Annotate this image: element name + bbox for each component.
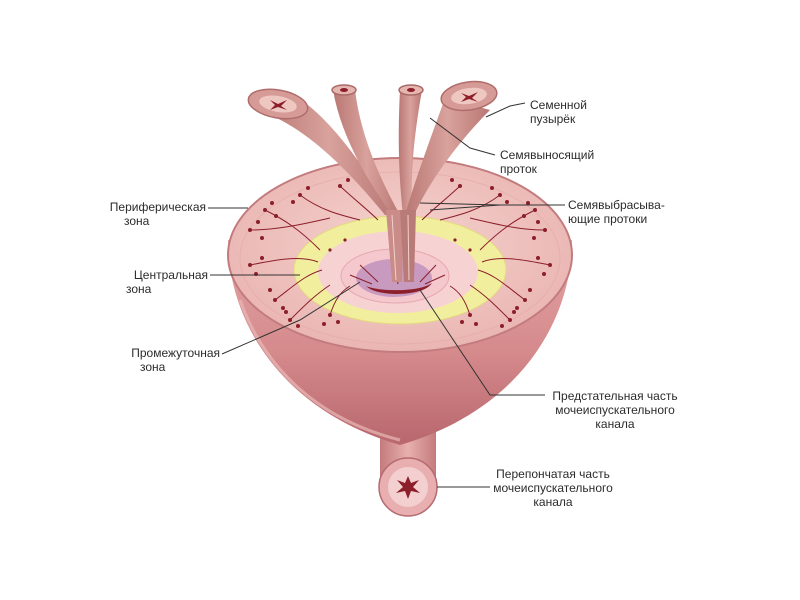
- leader-seminal-vesicle: [485, 102, 526, 118]
- label-prostatic-urethra-line3: канала: [595, 417, 635, 431]
- label-central-zone: Центральная зона: [90, 268, 208, 296]
- gland-acini: [248, 178, 552, 328]
- label-ejaculatory-ducts: Семявыбрасыва- ющие протоки: [568, 198, 665, 226]
- label-membranous-urethra-line1: Перепончатая часть: [496, 467, 610, 481]
- leader-prostatic-urethra: [419, 289, 545, 396]
- label-peripheral-zone-line1: Периферическая: [109, 200, 206, 214]
- gland-ducts: [249, 185, 551, 321]
- label-transition-zone: Промежуточная зона: [92, 346, 220, 374]
- leader-lines: [208, 102, 565, 488]
- label-prostatic-urethra-line2: мочеиспускательного: [555, 403, 675, 417]
- seminal-vesicle-left: [247, 88, 395, 215]
- label-transition-zone-line2: зона: [140, 360, 166, 374]
- label-prostatic-urethra-line1: Предстательная часть: [552, 389, 678, 403]
- prostate-gland: [227, 157, 573, 445]
- leader-vas-deferens: [429, 117, 496, 156]
- label-membranous-urethra: Перепончатая часть мочеиспускательного к…: [488, 467, 618, 509]
- ejaculatory-ducts: [386, 210, 416, 282]
- label-ejaculatory-ducts-line1: Семявыбрасыва-: [568, 198, 665, 212]
- label-membranous-urethra-line3: канала: [533, 495, 573, 509]
- label-peripheral-zone-line2: зона: [124, 214, 150, 228]
- label-transition-zone-line1: Промежуточная: [131, 346, 220, 360]
- label-peripheral-zone: Периферическая зона: [80, 200, 206, 228]
- label-prostatic-urethra: Предстательная часть мочеиспускательного…: [545, 389, 685, 431]
- leader-ejaculatory-ducts-2: [429, 204, 501, 211]
- prostatic-urethra: [366, 283, 432, 294]
- vas-deferens-left: [331, 84, 400, 215]
- label-membranous-urethra-line2: мочеиспускательного: [493, 481, 613, 495]
- label-vas-deferens: Семявыносящий проток: [500, 148, 594, 176]
- label-ejaculatory-ducts-line2: ющие протоки: [568, 212, 648, 226]
- label-vas-deferens-line2: проток: [500, 162, 537, 176]
- vas-deferens-right: [398, 84, 424, 215]
- label-seminal-vesicle-line1: Семенной: [530, 98, 587, 112]
- seminal-vesicle-right: [405, 80, 498, 215]
- label-central-zone-line2: зона: [126, 282, 152, 296]
- label-vas-deferens-line1: Семявыносящий: [500, 148, 595, 162]
- leader-transition-zone: [221, 281, 361, 355]
- label-seminal-vesicle: Семенной пузырёк: [530, 98, 587, 126]
- label-seminal-vesicle-line2: пузырёк: [530, 112, 576, 126]
- label-central-zone-line1: Центральная: [133, 268, 208, 282]
